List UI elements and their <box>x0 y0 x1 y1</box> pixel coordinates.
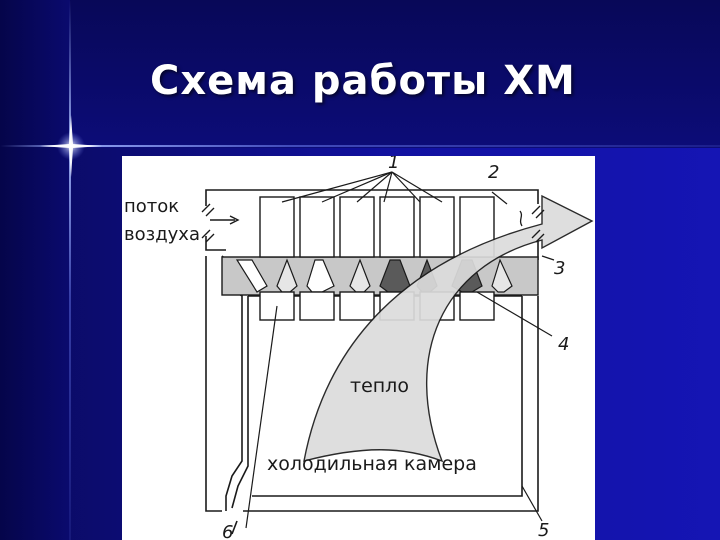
air-inflow-arrowhead <box>229 215 240 225</box>
sparkle-icon <box>40 115 102 177</box>
callout-4: 4 <box>558 334 569 355</box>
slide-left-band <box>0 0 70 540</box>
callout-3: 3 <box>554 258 565 279</box>
callout-6: 6 <box>222 522 233 540</box>
heat-label: тепло <box>350 375 409 397</box>
heat-flow-arrow <box>303 194 594 463</box>
slide-top-band <box>0 0 720 148</box>
decor-horizontal-line <box>0 145 720 147</box>
callout-1: 1 <box>388 156 399 173</box>
refrigerator-diagram: поток воздуха тепло холодильная камера 1… <box>124 156 594 540</box>
upper-fins <box>259 196 495 258</box>
callout-2: 2 <box>488 162 499 183</box>
leader-lines <box>245 171 555 529</box>
break-marks <box>201 203 545 243</box>
diagram-panel: поток воздуха тепло холодильная камера 1… <box>122 156 595 540</box>
callout-5: 5 <box>538 520 549 540</box>
chamber-label: холодильная камера <box>267 453 477 475</box>
slide-title: Схема работы ХМ <box>150 58 576 104</box>
air-flow-label-line1: поток <box>124 196 179 217</box>
decor-vertical-line <box>69 0 71 540</box>
air-flow-label-line2: воздуха <box>124 224 200 245</box>
